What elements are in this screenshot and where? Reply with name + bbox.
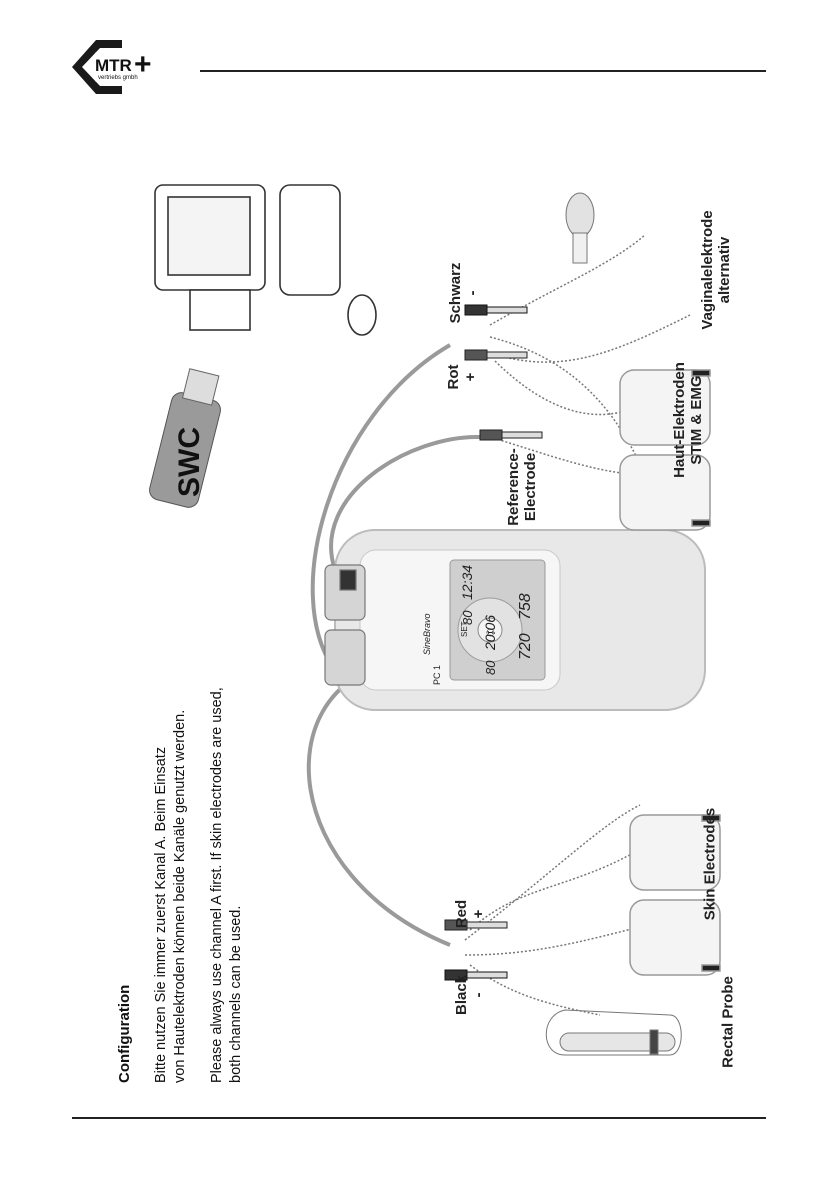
logo-text: MTR <box>95 56 132 75</box>
label-vaginal-electrode: Vaginalelektrode alternativ <box>699 210 734 329</box>
display-value-3: 20:06 <box>482 615 498 651</box>
label-black: Black - <box>453 975 488 1015</box>
label-black-text: Black <box>452 974 470 1016</box>
usb-stick-illustration <box>149 368 221 508</box>
label-haut-line-2: STIM & EMG <box>688 375 705 465</box>
device-power-key: ① <box>486 628 497 637</box>
cable-reference <box>329 434 481 571</box>
label-rectal-probe: Rectal Probe <box>719 976 737 1068</box>
device-brand: SineBravo <box>422 613 432 655</box>
label-schwarz-sign: - <box>464 290 481 296</box>
device-channel: PC 1 <box>432 665 442 685</box>
label-skin-electrodes: Skin Electrodes <box>701 807 719 921</box>
computer-illustration <box>154 184 377 336</box>
label-haut-elektroden: Haut-Elektroden STIM & EMG <box>671 362 706 478</box>
logo-subtext: vertriebs gmbh <box>98 75 138 81</box>
vaginal-electrode-illustration <box>565 192 595 264</box>
label-reference-line-2: Electrode <box>522 452 539 522</box>
label-black-sign: - <box>470 992 487 998</box>
plug-rot <box>464 349 528 361</box>
plug-schwarz <box>464 304 528 316</box>
haut-elektroden <box>619 369 711 531</box>
label-red: Red + <box>453 900 488 928</box>
label-rot-text: Rot <box>444 364 462 390</box>
label-red-text: Red <box>452 899 470 929</box>
label-reference-line-1: Reference- <box>504 448 522 526</box>
label-vaginal-line-2: alternativ <box>716 236 733 304</box>
cable-channel-a <box>310 343 452 672</box>
company-logo: MTR + vertriebs gmbh <box>70 38 180 96</box>
usb-stick-label: SWC <box>172 427 206 497</box>
rectal-probe-illustration <box>545 1009 682 1056</box>
label-schwarz: Schwarz - <box>447 263 482 324</box>
label-rot-sign: + <box>462 372 479 382</box>
display-value-6: 720 <box>517 633 534 660</box>
label-red-sign: + <box>470 909 487 919</box>
plug-black <box>444 969 508 981</box>
sinebravo-device <box>334 529 706 711</box>
display-value-1: 12:34 <box>459 565 475 600</box>
plug-reference <box>479 429 543 441</box>
plug-red <box>444 919 508 931</box>
device-set-key: SET <box>460 621 469 637</box>
label-rot: Rot + <box>445 365 480 390</box>
header-rule <box>200 70 766 72</box>
connection-diagram: SineBravo PC 1 12:34 80 20:06 80 758 720… <box>130 175 770 1110</box>
footer-rule <box>72 1117 766 1119</box>
label-reference-electrode: Reference- Electrode <box>505 448 540 526</box>
label-haut-line-1: Haut-Elektroden <box>670 362 688 478</box>
display-value-2: 80 <box>460 610 475 625</box>
display-value-5: 758 <box>517 593 534 620</box>
display-value-4: 80 <box>483 660 498 675</box>
skin-electrodes <box>629 814 721 976</box>
logo-plus: + <box>134 48 152 81</box>
label-vaginal-line-1: Vaginalelektrode <box>698 210 716 330</box>
label-schwarz-text: Schwarz <box>446 262 464 324</box>
